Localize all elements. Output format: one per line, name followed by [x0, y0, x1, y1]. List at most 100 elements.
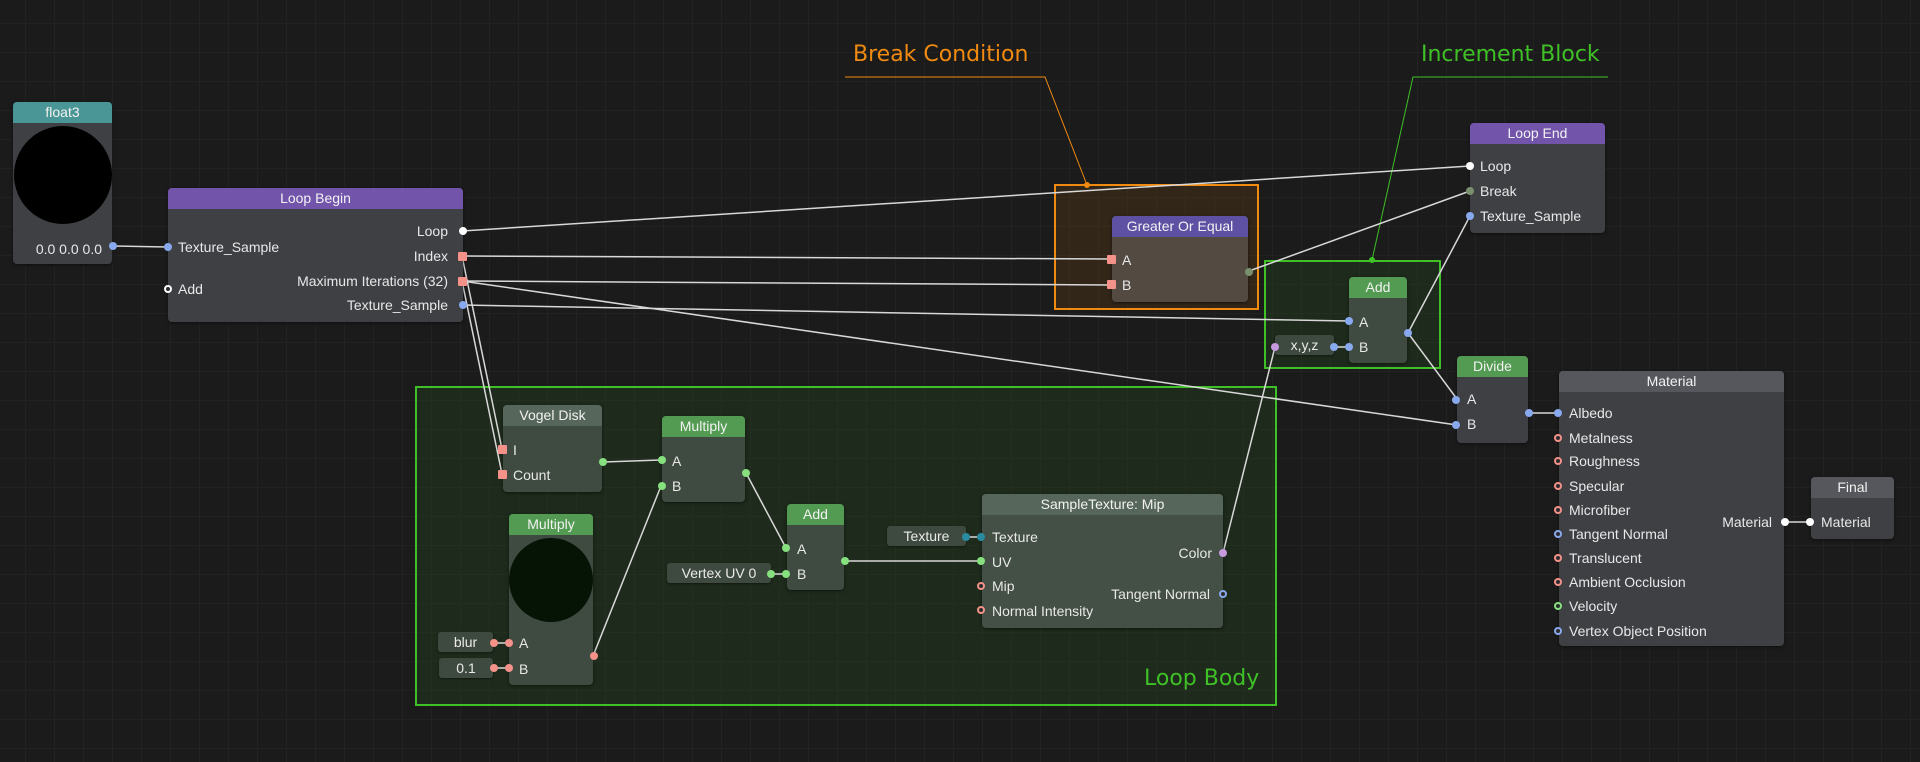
pin-xyz-out[interactable] [1330, 343, 1338, 351]
float3-value[interactable]: 0.0 0.0 0.0 [35, 241, 102, 257]
pin-loopend-in-break[interactable] [1466, 187, 1474, 195]
pin-loopbegin-out-index[interactable] [458, 252, 467, 261]
port-in-count: Count [513, 467, 551, 483]
node-add-increment[interactable]: Add A B [1349, 277, 1407, 363]
pin-material-out[interactable] [1781, 518, 1789, 526]
pin-vertexuv-out[interactable] [767, 570, 775, 578]
const-xyz[interactable]: x,y,z [1275, 335, 1334, 355]
annotation-leader-break [845, 76, 1088, 186]
const-texture[interactable]: Texture [887, 526, 966, 546]
port-in-texture-sample: Texture_Sample [178, 239, 280, 255]
port-out-index: Index [413, 248, 448, 264]
node-title: float3 [13, 102, 112, 123]
node-title: Add [1349, 277, 1407, 298]
pin-loopbegin-out-maxiter[interactable] [458, 277, 467, 286]
pin-blur-out[interactable] [490, 639, 498, 647]
const-vertex-uv[interactable]: Vertex UV 0 [667, 563, 771, 583]
pin-sample-in-normal-intensity[interactable] [977, 606, 985, 614]
pin-ge-in-b[interactable] [1107, 280, 1116, 289]
node-material[interactable]: Material Albedo Metalness Roughness Spec… [1559, 371, 1784, 646]
pin-material-in-specular[interactable] [1554, 482, 1562, 490]
pin-material-in-ao[interactable] [1554, 578, 1562, 586]
group-title-break-condition[interactable]: Break Condition [853, 42, 1029, 67]
pin-addbody-in-a[interactable] [782, 544, 790, 552]
node-vogel-disk[interactable]: Vogel Disk I Count [503, 405, 602, 492]
pin-multprev-in-a[interactable] [505, 639, 513, 647]
pin-multprev-out[interactable] [590, 652, 598, 660]
node-loop-end[interactable]: Loop End Loop Break Texture_Sample [1470, 123, 1605, 233]
pin-vogel-out[interactable] [599, 458, 607, 466]
pin-loopbegin-out-texture[interactable] [459, 301, 467, 309]
port-in-texture-sample: Texture_Sample [1480, 208, 1582, 224]
pin-xyz-in[interactable] [1271, 343, 1279, 351]
node-add-body[interactable]: Add A B [787, 504, 844, 590]
port-in-b: B [1359, 339, 1369, 355]
node-multiply-top[interactable]: Multiply A B [662, 416, 745, 502]
pin-sample-in-mip[interactable] [977, 582, 985, 590]
group-title-loop-body[interactable]: Loop Body [1144, 666, 1260, 691]
pin-ge-in-a[interactable] [1107, 255, 1116, 264]
pin-add-inc-in-b[interactable] [1345, 343, 1353, 351]
pin-multtop-in-b[interactable] [658, 482, 666, 490]
node-divide[interactable]: Divide A B [1457, 356, 1528, 443]
pin-vogel-in-count[interactable] [498, 470, 507, 479]
pin-loopbegin-out-loop[interactable] [459, 227, 467, 235]
port-in-b: B [1122, 277, 1132, 293]
pin-vogel-in-i[interactable] [498, 445, 507, 454]
node-title: Material [1559, 371, 1784, 392]
const-value[interactable]: 0.1 [439, 658, 493, 678]
pin-sample-in-texture[interactable] [977, 533, 985, 541]
pin-loopbegin-in-texture[interactable] [164, 243, 172, 251]
pin-divide-in-a[interactable] [1452, 396, 1460, 404]
pin-loopend-in-loop[interactable] [1466, 162, 1474, 170]
port-in-velocity: Velocity [1569, 598, 1618, 614]
const-blur[interactable]: blur [438, 632, 493, 652]
port-in-mip: Mip [992, 578, 1015, 594]
group-title-increment-block[interactable]: Increment Block [1421, 42, 1600, 67]
pin-material-in-tangent-normal[interactable] [1554, 530, 1562, 538]
wire-ge-to-break [1248, 190, 1471, 272]
pin-addbody-out[interactable] [841, 557, 849, 565]
node-float3[interactable]: float3 0.0 0.0 0.0 [13, 102, 112, 264]
port-in-normal-intensity: Normal Intensity [992, 603, 1094, 619]
pin-multtop-out[interactable] [742, 469, 750, 477]
pin-add-inc-in-a[interactable] [1345, 317, 1353, 325]
pin-sample-out-color[interactable] [1219, 549, 1227, 557]
pin-loopbegin-in-add[interactable] [164, 285, 172, 293]
pin-value-out[interactable] [490, 664, 498, 672]
node-loop-begin[interactable]: Loop Begin Texture_Sample Add Loop Index… [168, 188, 463, 322]
port-in-a: A [1359, 314, 1369, 330]
pin-material-in-metalness[interactable] [1554, 434, 1562, 442]
pin-float3-out[interactable] [109, 242, 117, 250]
node-multiply-preview[interactable]: Multiply A B [509, 514, 593, 685]
pin-material-in-vertex-pos[interactable] [1554, 627, 1562, 635]
pin-material-in-roughness[interactable] [1554, 457, 1562, 465]
pin-material-in-translucent[interactable] [1554, 554, 1562, 562]
pin-multprev-in-b[interactable] [505, 664, 513, 672]
port-in-ambient-occlusion: Ambient Occlusion [1569, 574, 1686, 590]
port-in-albedo: Albedo [1569, 405, 1613, 421]
node-title: Add [787, 504, 844, 525]
pin-add-inc-out[interactable] [1404, 329, 1412, 337]
pin-sample-in-uv[interactable] [977, 557, 985, 565]
port-in-b: B [672, 478, 682, 494]
pin-material-in-albedo[interactable] [1554, 409, 1562, 417]
pin-texture-out[interactable] [962, 533, 970, 541]
pin-material-in-microfiber[interactable] [1554, 506, 1562, 514]
pin-material-in-velocity[interactable] [1554, 602, 1562, 610]
pin-final-in[interactable] [1806, 518, 1814, 526]
pin-addbody-in-b[interactable] [782, 570, 790, 578]
preview-swatch [509, 538, 593, 622]
pin-ge-out[interactable] [1245, 268, 1253, 276]
port-out-material: Material [1722, 514, 1772, 530]
pin-divide-out[interactable] [1525, 409, 1533, 417]
node-title: Loop End [1470, 123, 1605, 144]
pin-multtop-in-a[interactable] [658, 456, 666, 464]
node-greater-or-equal[interactable]: Greater Or Equal A B [1112, 216, 1248, 302]
pin-loopend-in-texture[interactable] [1466, 212, 1474, 220]
port-in-microfiber: Microfiber [1569, 502, 1631, 518]
node-final[interactable]: Final Material [1811, 477, 1894, 539]
node-sample-texture[interactable]: SampleTexture: Mip Texture UV Mip Normal… [982, 494, 1223, 628]
pin-sample-out-tangent-normal[interactable] [1219, 590, 1227, 598]
pin-divide-in-b[interactable] [1452, 421, 1460, 429]
